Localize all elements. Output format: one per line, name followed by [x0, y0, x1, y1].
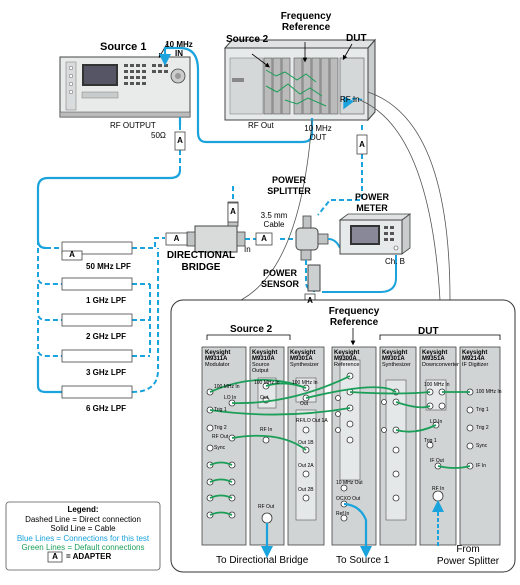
source1-label: Source 1 — [100, 41, 147, 53]
legend-green: Green Lines = Default connections — [21, 543, 145, 552]
legend-box — [5, 501, 161, 571]
adapter-label: A — [177, 136, 183, 145]
module-m9301a-header: Keysight M9301A Synthesizer — [290, 350, 319, 368]
module-m9310a-header: Keysight M9310A Source Output — [252, 350, 278, 374]
dut-bottom-label: DUT — [418, 326, 439, 337]
adapter-label: A — [261, 234, 267, 243]
port-label: LO In — [224, 395, 237, 401]
port-label: Out 2A — [298, 463, 314, 469]
port-label: Out 1B — [298, 440, 314, 446]
port-label: Trig 1 — [424, 438, 437, 444]
adapter-label: A — [230, 207, 236, 216]
to-source1-label: To Source 1 — [336, 555, 390, 566]
power-meter-instrument — [338, 213, 412, 255]
adapter-label: A — [359, 140, 365, 149]
port-label: IF In — [476, 463, 487, 469]
port-label: 10 MHz Out — [336, 480, 363, 486]
port-label: Ref In — [336, 511, 350, 517]
port-label: Out — [300, 401, 309, 407]
adapter-label: A — [307, 296, 313, 305]
adapter-label: A — [173, 234, 180, 243]
source1-instrument — [59, 56, 191, 118]
ten-mhz-out-label: 10 MHz OUT — [304, 124, 332, 142]
port-label: Sync — [476, 443, 488, 449]
legend-adapter-symbol: A — [52, 552, 58, 561]
adapter-label: A — [69, 250, 75, 259]
port-label: Trig 1 — [476, 407, 489, 413]
port-label: 100 MHz In — [476, 389, 502, 395]
power-sensor — [307, 264, 321, 292]
filter-label: 50 MHz LPF — [86, 262, 131, 271]
module-m9300a-header: Keysight M9300A Reference — [334, 350, 360, 368]
legend: Legend: Dashed Line = Direct connection … — [8, 505, 158, 553]
port-label: LO In — [430, 419, 443, 425]
frequency-reference-top-label: Frequency Reference — [280, 11, 332, 33]
bridge-in-label: In — [244, 245, 251, 254]
filter-label: 2 GHz LPF — [86, 332, 127, 341]
port-label: 100 MHz In — [254, 380, 280, 386]
port-label: Sync — [214, 445, 226, 451]
filter-label: 6 GHz LPF — [86, 404, 127, 413]
power-splitter — [295, 215, 329, 261]
power-sensor-label: POWER SENSOR — [260, 268, 299, 289]
ten-mhz-in-label: 10 MHz IN — [165, 40, 193, 58]
lpf-bank — [61, 241, 133, 399]
port-label: Trig 2 — [476, 425, 489, 431]
legend-dashed: Dashed Line = Direct connection — [25, 514, 141, 524]
green-default-connections — [209, 375, 471, 516]
port-label: Trig 2 — [214, 425, 227, 431]
port-label: RF In — [432, 486, 445, 492]
power-meter-label: POWER METER — [354, 192, 389, 213]
port-label: OCXO Out — [336, 496, 361, 502]
port-label: RF In — [260, 427, 273, 433]
rf-output-label: RF OUTPUT — [110, 121, 156, 130]
module-m9214a-header: Keysight M9214A IF Digitizer — [462, 350, 489, 368]
rf-out-label: RF Out — [248, 121, 274, 130]
directional-bridge-label: DIRECTIONAL BRIDGE — [166, 250, 236, 273]
pxi-chassis — [223, 38, 377, 122]
frequency-reference-bottom-label: Frequency Reference — [328, 306, 380, 328]
legend-solid: Solid Line = Cable — [50, 524, 116, 533]
port-label: 100 MHz In — [424, 382, 450, 388]
port-label: IF Out — [430, 458, 444, 464]
cable-label: 3.5 mm Cable — [260, 211, 288, 229]
legend-title: Legend: — [67, 505, 99, 514]
from-power-splitter-label: From Power Splitter — [436, 544, 500, 567]
port-label: RF Out — [258, 504, 275, 510]
legend-blue: Blue Lines = Connections for this test — [16, 533, 150, 543]
module-m9301a-2-header: Keysight M9301A Synthesizer — [382, 350, 411, 368]
source2-top-label: Source 2 — [226, 34, 269, 45]
to-directional-bridge-label: To Directional Bridge — [216, 555, 309, 566]
port-label: Out — [260, 395, 269, 401]
module-m9311a-header: Keysight M9311A Modulator — [205, 350, 231, 368]
ch-b-label: Ch. B — [385, 257, 406, 266]
port-label: Out 2B — [298, 487, 314, 493]
port-label: Trig 1 — [214, 407, 227, 413]
filter-label: 1 GHz LPF — [86, 296, 127, 305]
power-splitter-label: POWER SPLITTER — [267, 175, 311, 196]
fifty-ohm-label: 50Ω — [151, 131, 166, 140]
port-label: RF/LO Out 1A — [296, 418, 328, 424]
filter-label: 3 GHz LPF — [86, 368, 127, 377]
port-label: RF Out — [212, 434, 229, 440]
legend-adapter-label: = ADAPTER — [66, 552, 112, 561]
port-label: 100 MHz In — [214, 384, 240, 390]
port-label: 100 MHz In — [292, 380, 318, 386]
rf-in-label: RF In — [340, 95, 360, 104]
dut-top-label: DUT — [346, 33, 367, 44]
module-m9351a-header: Keysight M9351A Downconverter — [422, 350, 459, 368]
source2-bottom-label: Source 2 — [230, 324, 273, 335]
